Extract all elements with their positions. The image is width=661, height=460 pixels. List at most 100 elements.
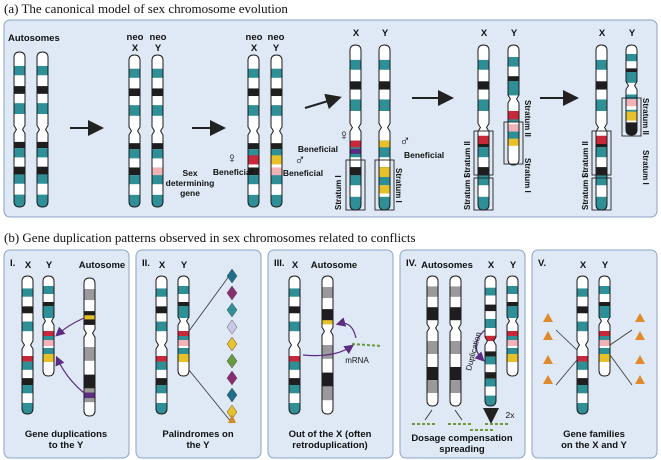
chromosome-band bbox=[599, 348, 610, 358]
chromosome-bands bbox=[289, 276, 300, 414]
chromosome-band bbox=[129, 149, 140, 159]
chromosome-mark bbox=[599, 354, 610, 362]
chromosome-bands bbox=[152, 55, 163, 207]
stratum-i-label: Stratum I bbox=[394, 168, 403, 203]
chromosome-band bbox=[599, 306, 610, 318]
chromosome-mark bbox=[626, 122, 637, 135]
chromosome-mark bbox=[478, 135, 489, 144]
chromosome-band bbox=[427, 380, 438, 393]
chromosome-outline bbox=[288, 275, 301, 415]
neo-x bbox=[128, 54, 141, 208]
panel-caption: retroduplication) bbox=[292, 440, 367, 451]
gene-family-icon bbox=[635, 355, 645, 364]
chromosome-mark bbox=[84, 392, 95, 399]
chromosome-band bbox=[322, 386, 333, 401]
chromosome-band bbox=[350, 81, 361, 90]
chromosome-band bbox=[271, 88, 282, 97]
chromosome-mark bbox=[156, 356, 167, 362]
chromosome-band bbox=[577, 402, 588, 414]
chromosome-bands bbox=[577, 276, 588, 414]
chromosome-mark bbox=[43, 331, 54, 336]
x-label: X bbox=[251, 43, 258, 54]
chromosome-mark bbox=[350, 140, 361, 148]
chromosome-band bbox=[478, 81, 489, 90]
stratum-i-label: Stratum I bbox=[463, 175, 472, 210]
beneficial-label: Beneficial bbox=[298, 144, 338, 154]
chromosome-band bbox=[37, 174, 48, 184]
chromosome-band bbox=[350, 175, 361, 186]
chromosome-band bbox=[350, 196, 361, 210]
chromosome-band bbox=[507, 302, 518, 306]
chromosome-band bbox=[596, 175, 607, 186]
chromosome-band bbox=[22, 306, 33, 314]
chromosome-band bbox=[248, 194, 259, 207]
chromosome-band bbox=[322, 372, 333, 387]
chromosome-band bbox=[156, 321, 167, 332]
chromosome-band bbox=[596, 59, 607, 70]
chromosome-band bbox=[596, 81, 607, 90]
chromosome-band bbox=[485, 372, 496, 379]
chromosome-mark bbox=[507, 331, 518, 336]
chromosome-bands bbox=[248, 55, 259, 207]
chromosome-band bbox=[379, 81, 390, 90]
chromosome-mark bbox=[626, 111, 637, 121]
chromosome-band bbox=[178, 348, 189, 358]
chromosome-band bbox=[485, 304, 496, 312]
panel-i-autosome bbox=[83, 277, 96, 417]
neo-x-beneficial bbox=[247, 54, 260, 208]
sex-determining-label: gene bbox=[180, 188, 200, 198]
neo-label: neo bbox=[246, 32, 263, 43]
gene-family-icon bbox=[543, 313, 553, 322]
chromosome-band bbox=[596, 196, 607, 210]
panel-caption: the Y bbox=[186, 440, 210, 451]
chromosome-band bbox=[427, 367, 438, 380]
chromosome-band bbox=[289, 361, 300, 370]
chromosome-band bbox=[350, 99, 361, 111]
chromosome-band bbox=[379, 147, 390, 158]
chromosome-mark bbox=[43, 340, 54, 346]
chromosome-band bbox=[22, 385, 33, 394]
autosome-2 bbox=[36, 51, 49, 208]
chromosome-mark bbox=[178, 340, 189, 346]
palindrome-end bbox=[228, 414, 236, 423]
stratum-ii-label: Stratum II bbox=[463, 141, 472, 178]
chromosome-band bbox=[478, 147, 489, 158]
chromosome-band bbox=[485, 356, 496, 365]
chromosome-band bbox=[43, 306, 54, 318]
chromosome-band bbox=[508, 81, 519, 96]
chromosome-band bbox=[14, 166, 25, 175]
chromosome-band bbox=[248, 68, 259, 78]
chromosome-outline bbox=[449, 275, 462, 407]
y-label: Y bbox=[273, 43, 280, 54]
chromosome-band bbox=[14, 174, 25, 184]
panel-header: Y bbox=[510, 260, 517, 271]
chromosome-mark bbox=[271, 155, 282, 165]
chromosome-bands bbox=[507, 276, 518, 376]
stratum-i-label: Stratum I bbox=[523, 158, 532, 193]
chromosome-band bbox=[596, 147, 607, 158]
chromosome-outline bbox=[83, 277, 96, 417]
chromosome-band bbox=[485, 395, 496, 406]
stratum-box bbox=[473, 130, 494, 176]
panel-b-5 bbox=[531, 249, 658, 459]
retrotransposition-arrow bbox=[335, 317, 357, 339]
chromosome-band bbox=[577, 385, 588, 394]
chromosome-band bbox=[485, 318, 496, 328]
chromosome-mark bbox=[599, 340, 610, 346]
panel-caption: Out of the X (often bbox=[289, 429, 372, 440]
chromosome-band bbox=[508, 76, 519, 81]
chromosome-band bbox=[507, 348, 518, 358]
chromosome-band bbox=[450, 307, 461, 321]
chromosome-band bbox=[485, 378, 496, 387]
y-stage-5 bbox=[625, 44, 638, 136]
chromosome-band bbox=[626, 68, 637, 72]
chromosome-fill bbox=[379, 45, 390, 210]
chromosome-band bbox=[427, 286, 438, 297]
chromosome-band bbox=[289, 321, 300, 332]
sex-determining-label: Sex bbox=[182, 168, 197, 178]
neo-y-beneficial bbox=[270, 54, 283, 208]
chromosome-outline bbox=[21, 275, 34, 415]
panel-v-x bbox=[576, 275, 589, 415]
chromosome-band bbox=[156, 361, 167, 370]
chromosome-band bbox=[289, 385, 300, 394]
